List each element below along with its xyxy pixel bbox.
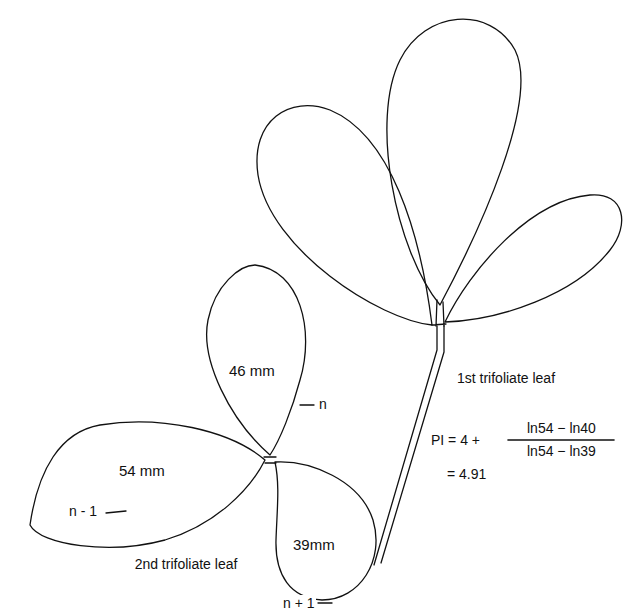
dimension-label: 46 mm [228, 362, 276, 379]
petiolule [432, 300, 446, 326]
leader-line [106, 511, 126, 513]
dimension-label: 39mm [292, 536, 336, 553]
leaf-name: 1st trifoliate leaf [456, 370, 556, 387]
fraction-bar [508, 439, 614, 441]
leaflet-outline [445, 195, 622, 322]
formula-numerator: ln54 − ln40 [526, 420, 597, 437]
leader-line [318, 602, 332, 603]
leaf-name: 2nd trifoliate leaf [130, 556, 242, 573]
leaflet-index: n + 1 [282, 595, 316, 612]
leaflet-outline [275, 462, 376, 600]
petiolule [264, 457, 276, 463]
leaflet-outline [30, 422, 265, 547]
formula-denominator: ln54 − ln39 [526, 443, 597, 460]
leaflet-index: n [318, 396, 328, 413]
leaflet-outline [257, 106, 432, 325]
petiole [374, 326, 437, 565]
leaflet-outline [387, 19, 521, 305]
leaflet-index: n - 1 [68, 503, 98, 520]
dimension-label: 54 mm [118, 462, 166, 479]
leaflet-outline [207, 265, 306, 455]
leader-line [300, 404, 314, 405]
formula-result: = 4.91 [446, 466, 487, 483]
formula-term: PI = 4 + [430, 432, 481, 449]
